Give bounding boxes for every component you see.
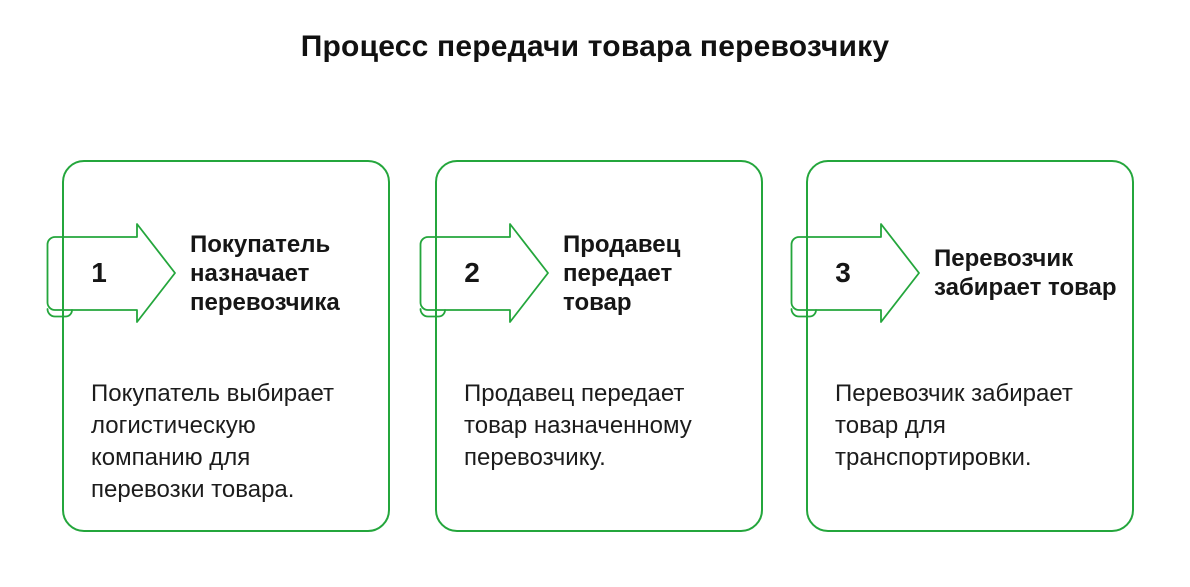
step-description: Покупатель выбирает логистическую компан… xyxy=(91,380,335,503)
step-heading-text: Покупатель назначает перевозчика xyxy=(190,230,340,316)
block-arrow-icon xyxy=(46,220,178,326)
step-number: 2 xyxy=(464,257,480,288)
step-number: 3 xyxy=(835,257,851,288)
step-card-3: 3 Перевозчик забирает товар Перевозчик з… xyxy=(790,160,1134,532)
step-description: Продавец передает товар назначенному пер… xyxy=(464,380,692,471)
step-number: 1 xyxy=(91,257,107,288)
step-description: Перевозчик забирает товар для транспорти… xyxy=(835,380,1073,471)
step-heading-text: Продавец передает товар xyxy=(563,230,681,316)
block-arrow-icon xyxy=(790,220,922,326)
step-heading: Перевозчик забирает товар xyxy=(934,220,1122,326)
block-arrow-icon xyxy=(419,220,551,326)
step-heading: Продавец передает товар xyxy=(563,220,751,326)
step-heading-text: Перевозчик забирает товар xyxy=(934,245,1117,301)
diagram-title: Процесс передачи товара перевозчику xyxy=(300,30,890,63)
step-card-1: 1 Покупатель назначает перевозчика Покуп… xyxy=(46,160,390,532)
step-heading: Покупатель назначает перевозчика xyxy=(190,220,378,326)
step-card-2: 2 Продавец передает товар Продавец перед… xyxy=(419,160,763,532)
